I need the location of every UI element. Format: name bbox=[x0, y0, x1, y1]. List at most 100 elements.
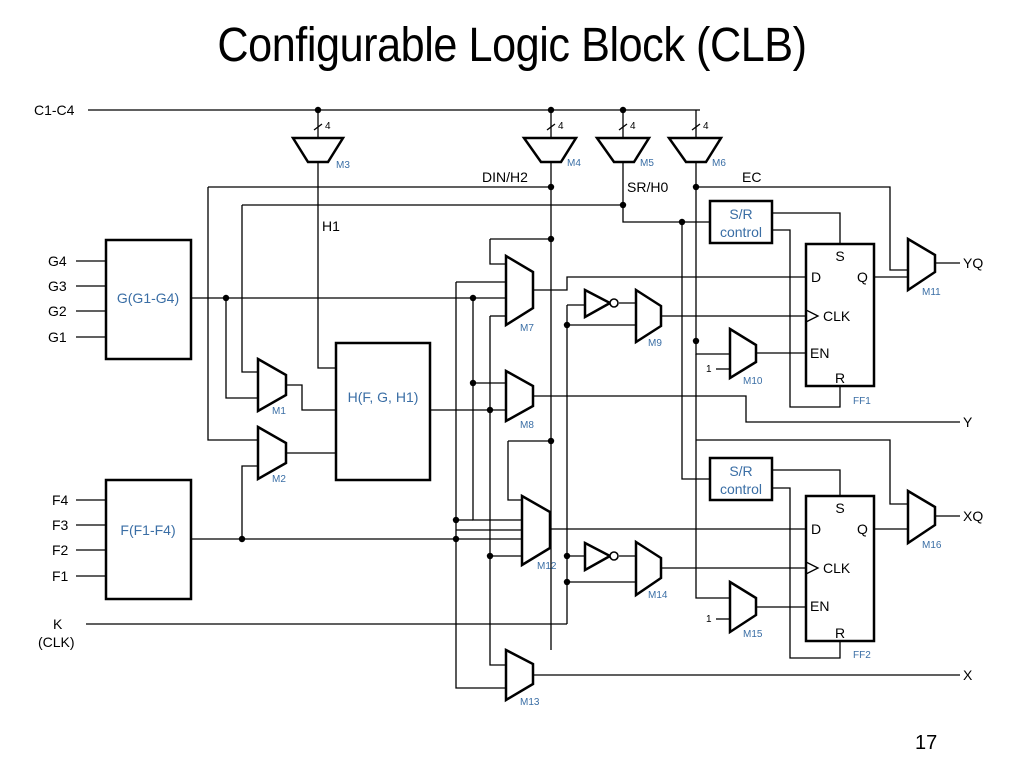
g1-label: G1 bbox=[48, 329, 67, 345]
src2-to-r bbox=[772, 487, 841, 659]
sr-control-1-box bbox=[708, 199, 774, 245]
junction-dot bbox=[238, 535, 246, 543]
g-lut-box bbox=[104, 238, 193, 361]
h-lut-box bbox=[334, 341, 432, 482]
sr-control-label: control bbox=[720, 481, 762, 497]
junction-dot bbox=[563, 552, 571, 560]
g4-label: G4 bbox=[48, 253, 67, 269]
g-lut-block: G(G1-G4) bbox=[104, 238, 193, 361]
mux-m10-const: 1 bbox=[706, 364, 712, 375]
mux-m6-shape bbox=[666, 136, 724, 164]
junction-dot bbox=[469, 379, 477, 387]
mux-m8-shape bbox=[504, 368, 535, 424]
mux-m12-shape bbox=[520, 493, 552, 568]
ff1-pin-en: EN bbox=[810, 345, 829, 361]
mux-m14: M14 bbox=[634, 539, 668, 601]
inverter-triangle-icon bbox=[583, 540, 613, 573]
mux-m2-label: M2 bbox=[272, 474, 286, 485]
y-output-label: Y bbox=[963, 414, 973, 430]
mux-m7-shape bbox=[504, 253, 535, 328]
junction-dot bbox=[563, 321, 571, 329]
src2-to-s bbox=[772, 469, 841, 496]
mux-m3: M3 bbox=[290, 136, 350, 171]
ff1-pin-d: D bbox=[811, 269, 821, 285]
k-clk-sublabel: (CLK) bbox=[38, 634, 75, 650]
k-label: K bbox=[53, 616, 63, 632]
g-to-m1 bbox=[225, 298, 258, 399]
mux-m9-label: M9 bbox=[648, 338, 662, 349]
g3-label: G3 bbox=[48, 278, 67, 294]
mux-m14-shape bbox=[634, 539, 663, 598]
inverter-bubble-icon bbox=[609, 551, 619, 561]
sr-control-label: S/R bbox=[729, 463, 752, 479]
mux-m1-label: M1 bbox=[272, 406, 286, 417]
ff2-pin-s: S bbox=[835, 500, 844, 516]
c-bus-label: C1-C4 bbox=[34, 102, 75, 118]
sr-control-label: control bbox=[720, 224, 762, 240]
sr-h0-label: SR/H0 bbox=[627, 179, 668, 195]
mux-m6: M6 bbox=[666, 136, 726, 169]
mux-m14-label: M14 bbox=[648, 590, 668, 601]
mux-m15: 1 M15 bbox=[706, 579, 763, 640]
mux-m15-const: 1 bbox=[706, 614, 712, 625]
src1-to-r bbox=[772, 229, 841, 408]
src1-to-s bbox=[772, 212, 841, 244]
mux-m13: M13 bbox=[504, 647, 540, 708]
inverter-triangle-icon bbox=[583, 287, 613, 320]
junction-dot bbox=[619, 201, 627, 209]
junction-dot bbox=[314, 106, 322, 114]
inverter-2 bbox=[583, 540, 619, 573]
mux-m4-label: M4 bbox=[567, 158, 581, 169]
ec-label: EC bbox=[742, 169, 761, 185]
ff2-pin-en: EN bbox=[810, 598, 829, 614]
mux-m9: M9 bbox=[634, 287, 662, 349]
ff2-pin-q: Q bbox=[857, 521, 868, 537]
ff2-label: FF2 bbox=[853, 650, 871, 661]
junction-dot bbox=[486, 406, 494, 414]
slide-title: Configurable Logic Block (CLB) bbox=[217, 19, 807, 72]
h1-wire bbox=[317, 162, 336, 369]
sr-control-label: S/R bbox=[729, 206, 752, 222]
m8-to-y bbox=[534, 395, 960, 423]
din-h2-label: DIN/H2 bbox=[482, 169, 528, 185]
inverter-1 bbox=[583, 287, 619, 320]
h1-label: H1 bbox=[322, 218, 340, 234]
mux-m11-shape bbox=[906, 236, 937, 293]
f1-label: F1 bbox=[52, 568, 69, 584]
m3-bus-slash bbox=[313, 123, 323, 131]
junction-dot bbox=[547, 437, 555, 445]
mux-m5: M5 bbox=[594, 136, 654, 169]
f-lut-box bbox=[104, 478, 193, 601]
bus-width-label: 4 bbox=[325, 121, 331, 132]
mux-m15-shape bbox=[728, 579, 758, 635]
flipflop-ff2: S D Q CLK EN R FF2 bbox=[804, 494, 876, 661]
junction-dot bbox=[678, 218, 686, 226]
ff1-label: FF1 bbox=[853, 396, 871, 407]
ec-wire-ff2 bbox=[695, 354, 730, 599]
mux-m4-shape bbox=[521, 136, 579, 164]
junction-dot bbox=[452, 516, 460, 524]
ff2-pin-clk: CLK bbox=[823, 560, 851, 576]
junction-dot bbox=[547, 106, 555, 114]
g-lut-label: G(G1-G4) bbox=[117, 290, 179, 306]
junction-dots bbox=[222, 106, 700, 586]
mux-m16-label: M16 bbox=[922, 540, 942, 551]
signal-labels: C1-C4 4 4 4 4 H1 DIN/H2 SR/H0 EC G4 G3 G… bbox=[34, 102, 983, 683]
sr-to-srcontrol2 bbox=[681, 222, 710, 480]
h-lut-block: H(F, G, H1) bbox=[334, 341, 432, 482]
mux-m16-shape bbox=[906, 488, 937, 546]
yq-output-label: YQ bbox=[963, 255, 983, 271]
f4-label: F4 bbox=[52, 492, 69, 508]
din-to-m7b bbox=[489, 239, 506, 265]
junction-dot bbox=[692, 183, 700, 191]
m1-to-h bbox=[286, 384, 336, 411]
f-lut-block: F(F1-F4) bbox=[104, 478, 193, 601]
bus-col-1 bbox=[455, 282, 506, 689]
junction-dot bbox=[563, 578, 571, 586]
junction-dot bbox=[469, 294, 477, 302]
junction-dot bbox=[547, 235, 555, 243]
bus-width-label: 4 bbox=[703, 121, 709, 132]
clk-triangle-icon bbox=[805, 561, 820, 575]
ff2-pin-d: D bbox=[811, 521, 821, 537]
